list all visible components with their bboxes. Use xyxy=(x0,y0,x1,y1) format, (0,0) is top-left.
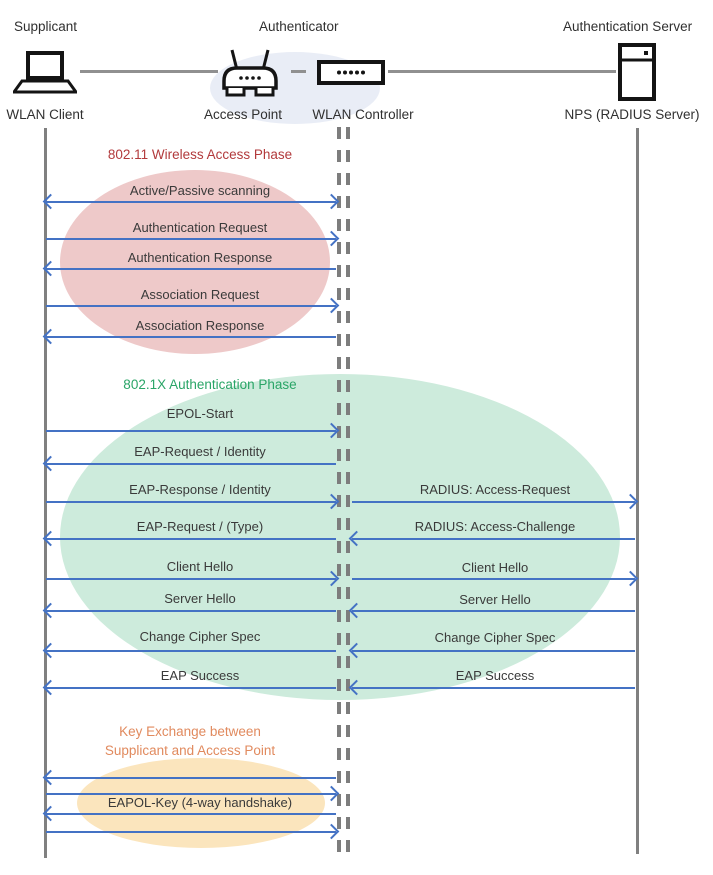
phase3-ellipse xyxy=(77,758,325,848)
message-label: Server Hello xyxy=(164,591,236,606)
message-arrow-right xyxy=(46,238,336,240)
node-label-nps: NPS (RADIUS Server) xyxy=(564,107,700,122)
message-arrow-left xyxy=(46,777,336,779)
message-arrow-right xyxy=(46,501,336,503)
laptop-icon xyxy=(13,50,77,98)
message-label: EAP-Request / (Type) xyxy=(136,519,264,534)
message-arrow-right xyxy=(46,305,336,307)
message-arrow-left xyxy=(46,650,336,652)
message-label: Active/Passive scanning xyxy=(129,183,271,198)
message-label: Association Response xyxy=(135,318,265,333)
message-arrow-left xyxy=(352,538,635,540)
message-arrow-right xyxy=(46,430,336,432)
lifeline-controller-dashed-1 xyxy=(337,127,341,855)
message-arrow-left xyxy=(46,538,336,540)
message-arrow-left xyxy=(46,463,336,465)
lifeline-server xyxy=(636,128,639,854)
node-label-access-point: Access Point xyxy=(203,107,283,122)
access-point-icon xyxy=(220,48,280,100)
lifeline-client xyxy=(44,128,47,858)
message-arrow-right xyxy=(46,793,336,795)
role-authentication-server: Authentication Server xyxy=(563,19,693,34)
message-label: EAP-Response / Identity xyxy=(129,482,271,497)
link-client-ap xyxy=(80,70,218,73)
phase3-title-line1: Key Exchange between xyxy=(119,724,261,739)
node-label-wlan-controller: WLAN Controller xyxy=(312,107,414,122)
message-arrow-left xyxy=(352,650,635,652)
message-label: Client Hello xyxy=(166,559,234,574)
message-label: RADIUS: Access-Challenge xyxy=(414,519,576,534)
message-arrow-left xyxy=(46,268,336,270)
phase3-title: Key Exchange between Supplicant and Acce… xyxy=(105,722,275,760)
message-arrow-right xyxy=(352,501,635,503)
message-arrow-left xyxy=(46,610,336,612)
message-label: Authentication Request xyxy=(132,220,268,235)
message-arrow-right xyxy=(46,578,336,580)
message-label: Change Cipher Spec xyxy=(434,630,556,645)
role-supplicant: Supplicant xyxy=(14,19,78,34)
message-label: Server Hello xyxy=(459,592,531,607)
message-label: EAP Success xyxy=(160,668,240,683)
message-arrow-left xyxy=(352,610,635,612)
message-label: Authentication Response xyxy=(127,250,273,265)
message-label: EAP-Request / Identity xyxy=(134,444,266,459)
message-arrow-left xyxy=(46,687,336,689)
phase2-title: 802.1X Authentication Phase xyxy=(123,377,297,392)
message-arrow-right xyxy=(352,578,635,580)
phase1-title: 802.11 Wireless Access Phase xyxy=(107,147,293,162)
message-label: EAPOL-Key (4-way handshake) xyxy=(107,795,293,810)
server-icon xyxy=(618,43,656,101)
lifeline-controller-dashed-2 xyxy=(346,127,350,855)
message-label: Client Hello xyxy=(461,560,529,575)
link-controller-server xyxy=(388,70,616,73)
phase3-title-line2: Supplicant and Access Point xyxy=(104,743,276,758)
wlan-controller-icon xyxy=(317,60,385,85)
message-arrow-both xyxy=(46,201,336,203)
message-arrow-left xyxy=(352,687,635,689)
message-label: Change Cipher Spec xyxy=(139,629,261,644)
node-label-wlan-client: WLAN Client xyxy=(6,107,84,122)
message-label: EAP Success xyxy=(455,668,535,683)
message-arrow-left xyxy=(46,813,336,815)
message-label: Association Request xyxy=(140,287,260,302)
message-arrow-right xyxy=(46,831,336,833)
message-arrow-left xyxy=(46,336,336,338)
role-authenticator: Authenticator xyxy=(259,19,339,34)
message-label: RADIUS: Access-Request xyxy=(419,482,571,497)
message-label: EPOL-Start xyxy=(166,406,234,421)
link-ap-controller xyxy=(291,70,306,73)
